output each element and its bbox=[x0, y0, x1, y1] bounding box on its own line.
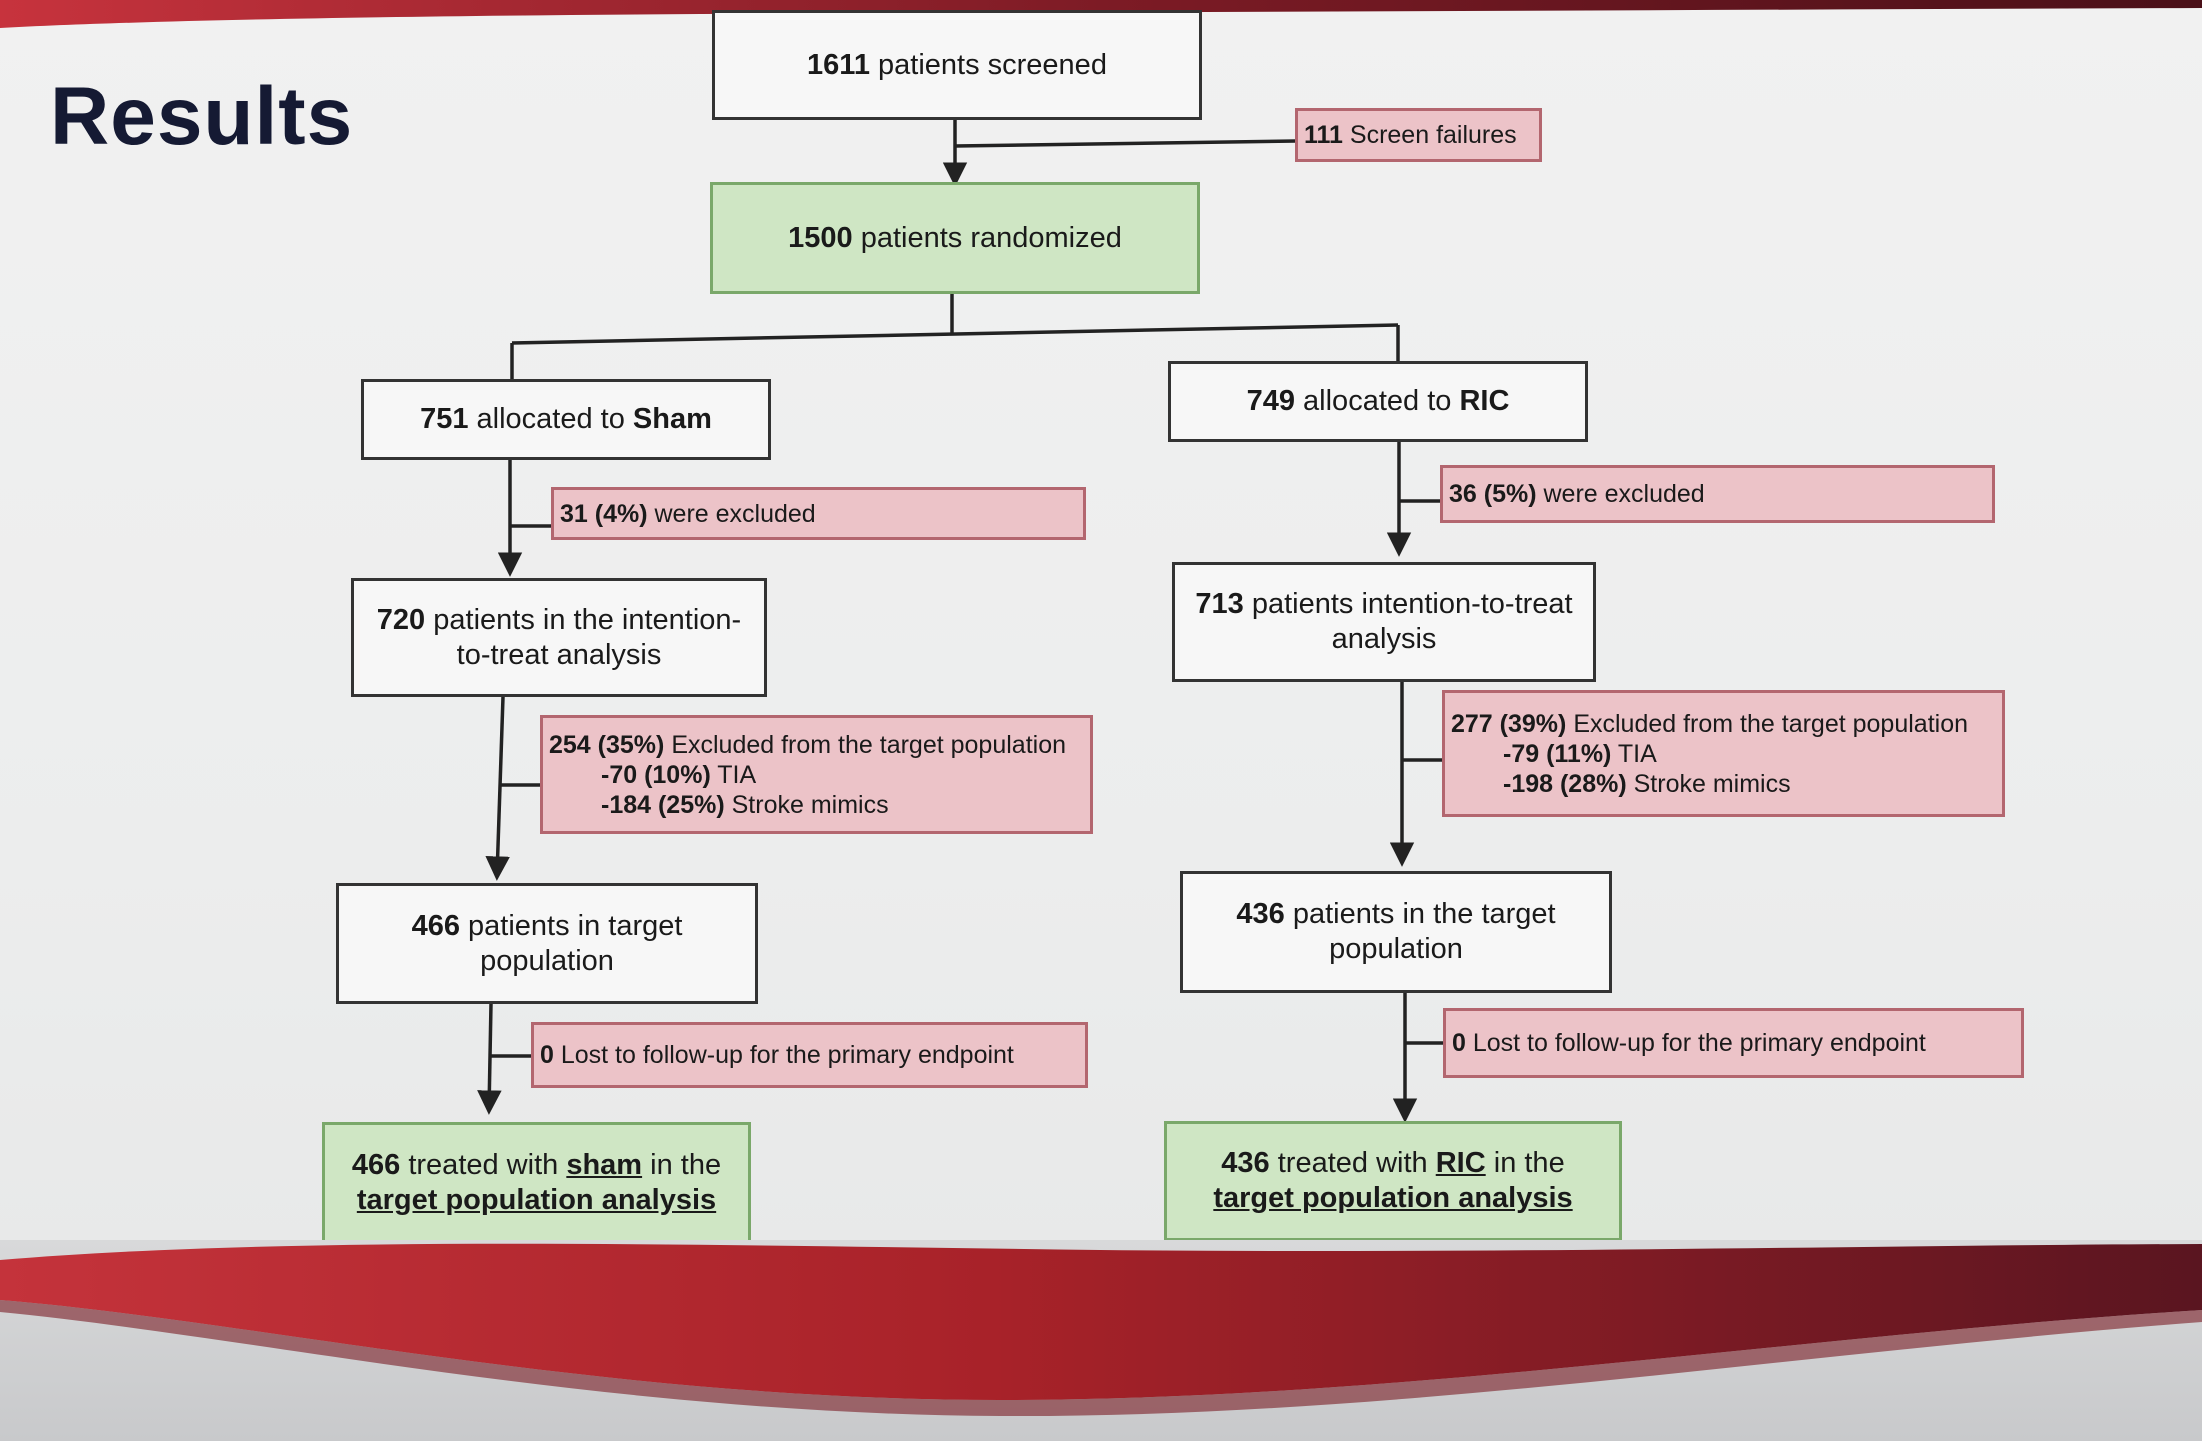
sham-lost-label: Lost to follow-up for the primary endpoi… bbox=[560, 1041, 1014, 1069]
ric-target-excluded-label: Excluded from the target population bbox=[1573, 709, 1969, 738]
ric-target-label: patients in the target population bbox=[1292, 898, 1556, 965]
screen-failures-count: 111 bbox=[1304, 121, 1343, 149]
sham-mimic-label: Stroke mimics bbox=[731, 790, 889, 819]
sham-excluded-label: were excluded bbox=[654, 499, 816, 528]
sham-allocated-label: allocated to bbox=[476, 403, 625, 436]
sham-group-name: Sham bbox=[632, 403, 712, 436]
sham-target-label: patients in target population bbox=[468, 909, 683, 977]
screened-count: 1611 bbox=[807, 48, 870, 81]
sham-mimic-count: -184 (25%) bbox=[601, 790, 725, 819]
sham-allocated-count: 751 bbox=[420, 403, 469, 436]
ric-treated-count: 436 bbox=[1221, 1147, 1270, 1180]
sham-treated-arm: sham bbox=[566, 1149, 643, 1182]
screened-label: patients screened bbox=[878, 48, 1107, 81]
sham-analysis-label: target population analysis bbox=[356, 1184, 717, 1216]
ric-itt-box: 713 patients intention-to-treat analysis bbox=[1172, 562, 1596, 682]
ric-mimic-label: Stroke mimics bbox=[1633, 769, 1791, 798]
ric-allocated-box: 749 allocated to RIC bbox=[1168, 361, 1588, 442]
bottom-decorative-wave bbox=[0, 1240, 2202, 1441]
slide-title: Results bbox=[50, 71, 354, 162]
randomized-box: 1500 patients randomized bbox=[710, 182, 1200, 294]
ric-target-excluded-box: 277 (39%) Excluded from the target popul… bbox=[1442, 690, 2005, 817]
top-decorative-band bbox=[0, 0, 2202, 28]
sham-excluded-count: 31 (4%) bbox=[560, 499, 648, 528]
randomized-count: 1500 bbox=[788, 221, 853, 254]
ric-target-box: 436 patients in the target population bbox=[1180, 871, 1612, 993]
sham-target-excluded-box: 254 (35%) Excluded from the target popul… bbox=[540, 715, 1093, 834]
ric-allocated-label: allocated to bbox=[1303, 385, 1452, 418]
ric-excluded-box: 36 (5%) were excluded bbox=[1440, 465, 1995, 523]
sham-target-count: 466 bbox=[411, 909, 460, 942]
sham-target-excluded-label: Excluded from the target population bbox=[671, 730, 1067, 759]
sham-itt-count: 720 bbox=[376, 603, 426, 636]
sham-target-box: 466 patients in target population bbox=[336, 883, 758, 1004]
ric-target-excluded-count: 277 (39%) bbox=[1451, 709, 1567, 738]
screened-box: 1611 patients screened bbox=[712, 10, 1202, 120]
ric-treated-post: in the bbox=[1493, 1147, 1565, 1180]
ric-itt-label: patients intention-to-treat analysis bbox=[1251, 588, 1573, 655]
sham-itt-label: patients in the intention-to-treat analy… bbox=[433, 603, 742, 671]
ric-lost-label: Lost to follow-up for the primary endpoi… bbox=[1472, 1029, 1926, 1057]
ric-tia-count: -79 (11%) bbox=[1503, 739, 1612, 768]
ric-mimic-count: -198 (28%) bbox=[1503, 769, 1627, 798]
sham-tia-label: TIA bbox=[717, 760, 757, 789]
ric-tia-label: TIA bbox=[1617, 739, 1657, 768]
screen-failures-box: 111 Screen failures bbox=[1295, 108, 1542, 162]
sham-treated-count: 466 bbox=[351, 1149, 401, 1182]
sham-excluded-box: 31 (4%) were excluded bbox=[551, 487, 1086, 540]
sham-lost-count: 0 bbox=[540, 1041, 554, 1069]
sham-treated-label: treated with bbox=[408, 1149, 559, 1182]
sham-lost-box: 0 Lost to follow-up for the primary endp… bbox=[531, 1022, 1088, 1088]
ric-treated-label: treated with bbox=[1277, 1147, 1428, 1180]
ric-lost-count: 0 bbox=[1452, 1029, 1466, 1057]
ric-lost-box: 0 Lost to follow-up for the primary endp… bbox=[1443, 1008, 2024, 1078]
screen-failures-label: Screen failures bbox=[1349, 121, 1517, 149]
sham-tia-count: -70 (10%) bbox=[601, 760, 711, 789]
ric-excluded-label: were excluded bbox=[1543, 480, 1705, 508]
ric-analysis-label: target population analysis bbox=[1213, 1182, 1573, 1214]
sham-target-excluded-count: 254 (35%) bbox=[549, 730, 665, 759]
randomized-label: patients randomized bbox=[860, 221, 1122, 254]
sham-itt-box: 720 patients in the intention-to-treat a… bbox=[351, 578, 767, 697]
ric-excluded-count: 36 (5%) bbox=[1449, 480, 1537, 508]
ric-group-name: RIC bbox=[1459, 385, 1510, 418]
ric-target-count: 436 bbox=[1236, 898, 1285, 931]
ric-allocated-count: 749 bbox=[1246, 385, 1295, 418]
sham-treated-post: in the bbox=[650, 1149, 722, 1182]
sham-allocated-box: 751 allocated to Sham bbox=[361, 379, 771, 460]
ric-treated-arm: RIC bbox=[1435, 1147, 1486, 1180]
ric-itt-count: 713 bbox=[1195, 588, 1244, 621]
